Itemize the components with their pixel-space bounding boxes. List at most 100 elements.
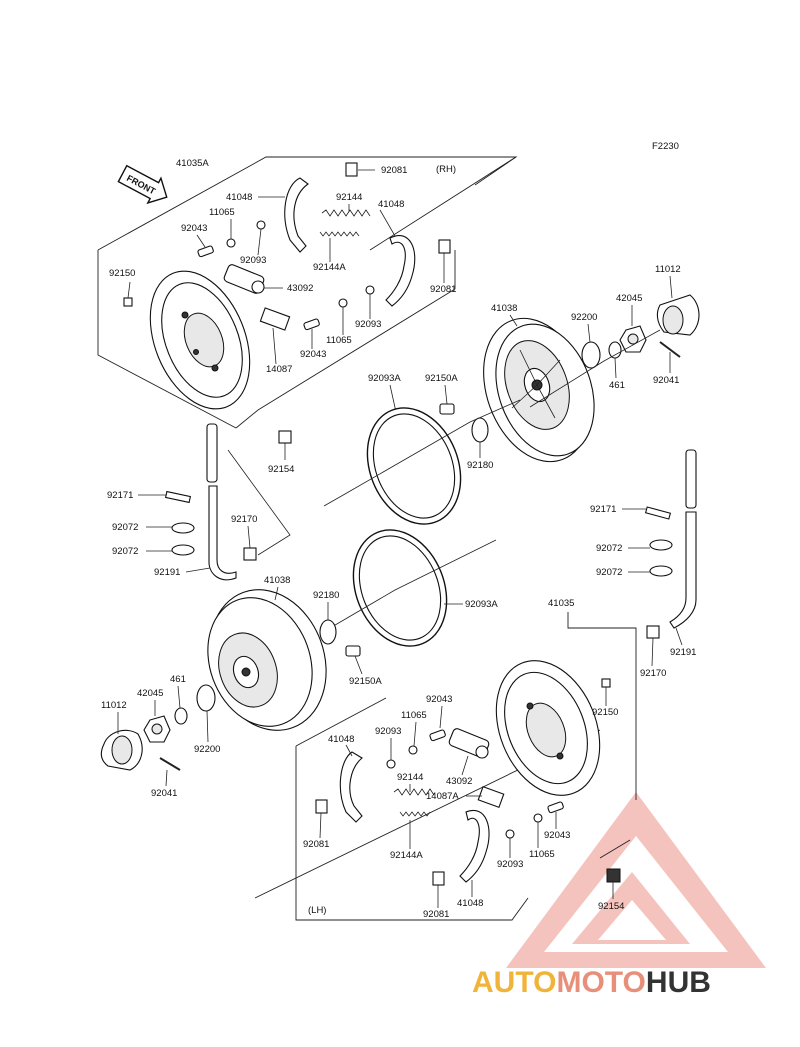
cotter-pin-92041-rh (659, 341, 681, 358)
bolt-92154-lh (606, 868, 621, 883)
washer-92093-rh-1 (256, 220, 266, 230)
leader-lines-drum-lh (117, 586, 363, 787)
label-92170-a: 92170 (231, 514, 257, 525)
label-41048-d: 41048 (457, 898, 483, 909)
bolt-92150-rh (123, 297, 133, 307)
label-92072-d: 92072 (596, 567, 622, 578)
label-92170-b: 92170 (640, 668, 666, 679)
label-461-a: 461 (609, 380, 625, 391)
label-92144A-b: 92144A (390, 850, 423, 861)
hose-guide-left (227, 449, 291, 556)
clip-92170-right (646, 625, 660, 639)
backing-plate-rh (149, 270, 251, 410)
clamp-92072-right-2 (649, 565, 673, 577)
washer-11065-rh-1 (226, 238, 236, 248)
label-92093-c: 92093 (375, 726, 401, 737)
label-11065-a: 11065 (209, 207, 235, 218)
clip-92081-rh-2 (438, 239, 451, 254)
label-92191-a: 92191 (154, 567, 180, 578)
cap-11012-rh (656, 294, 700, 336)
bracket-14087 (259, 307, 291, 331)
label-92081-d: 92081 (423, 909, 449, 920)
clip-92170-left (243, 547, 257, 561)
logo-part-3: HUB (645, 966, 711, 999)
label-92180-a: 92180 (467, 460, 493, 471)
washer-11065-rh-2 (338, 298, 348, 308)
clip-92081-lh-2 (432, 871, 445, 886)
cotter-pin-92041-lh (159, 757, 181, 771)
leader-lines-hose-left (138, 494, 251, 573)
label-92043-a: 92043 (181, 223, 207, 234)
label-92154-b: 92154 (598, 901, 624, 912)
washer-92093-lh-2 (505, 829, 515, 839)
rh-label: (RH) (436, 164, 456, 175)
watermark-logo-text: AUTOMOTOHUB (472, 966, 711, 1000)
label-41048-c: 41048 (328, 734, 354, 745)
label-92150-b: 92150 (592, 707, 618, 718)
clip-92081-rh-1 (345, 162, 358, 177)
wheel-cylinder-rh (223, 264, 265, 294)
label-92043-d: 92043 (544, 830, 570, 841)
backing-plate-lh (495, 660, 601, 796)
brake-drum-41038-lh (207, 589, 327, 731)
clip-92081-lh-1 (315, 799, 328, 814)
pin-92043-lh-1 (429, 729, 446, 742)
figure-code: F2230 (652, 141, 679, 152)
clamp-92072-right-1 (649, 539, 673, 551)
label-42045-b: 42045 (137, 688, 163, 699)
logo-part-2: MOTO (556, 966, 646, 999)
label-92180-b: 92180 (313, 590, 339, 601)
cap-11012-lh (100, 729, 143, 771)
label-92093-b: 92093 (355, 319, 381, 330)
label-43092-b: 43092 (446, 776, 472, 787)
pin-92043-rh-1 (197, 245, 214, 258)
label-92043-c: 92043 (426, 694, 452, 705)
label-41035: 41035 (548, 598, 574, 609)
label-461-b: 461 (170, 674, 186, 685)
label-92072-a: 92072 (112, 522, 138, 533)
washer-11065-lh-1 (408, 745, 418, 755)
label-92093A-b: 92093A (465, 599, 498, 610)
label-92191-b: 92191 (670, 647, 696, 658)
label-42045-a: 42045 (616, 293, 642, 304)
leader-lines-hose-right (622, 508, 683, 667)
washer-11065-lh-2 (533, 813, 543, 823)
nut-42045-rh (619, 325, 647, 353)
front-arrow-icon: FRONT (117, 164, 168, 205)
label-41035A: 41035A (176, 158, 209, 169)
watermark-logo-triangle (506, 792, 766, 968)
washer-461-rh (608, 341, 622, 359)
brake-shoe-rh-1 (284, 177, 309, 253)
washer-92200-lh (196, 684, 216, 712)
label-43092-a: 43092 (287, 283, 313, 294)
spring-92144-lh (393, 788, 435, 796)
washer-92200-rh (581, 341, 601, 369)
pin-92043-lh-2 (547, 801, 564, 814)
label-92150-a: 92150 (109, 268, 135, 279)
label-92200-a: 92200 (571, 312, 597, 323)
label-92093-d: 92093 (497, 859, 523, 870)
label-92093-a: 92093 (240, 255, 266, 266)
axis-line-lh (329, 539, 497, 629)
label-11012-b: 11012 (101, 700, 127, 711)
label-92041-a: 92041 (653, 375, 679, 386)
bolt-92150A-lh (345, 645, 361, 657)
pin-92043-rh-2 (303, 318, 320, 331)
label-92171-b: 92171 (590, 504, 616, 515)
label-92072-c: 92072 (596, 543, 622, 554)
bracket-14087A (477, 785, 505, 809)
label-92081-b: 92081 (430, 284, 456, 295)
clamp-92072-left-2 (171, 544, 195, 556)
label-92081-a: 92081 (381, 165, 407, 176)
leader-lines-drum-rh (389, 275, 673, 458)
seal-ring-92093A-lh (352, 529, 448, 647)
seal-92180-rh (471, 417, 489, 443)
label-92072-b: 92072 (112, 546, 138, 557)
label-11065-b: 11065 (326, 335, 352, 346)
label-92150A-b: 92150A (349, 676, 382, 687)
clamp-92072-left-1 (171, 522, 195, 534)
label-92154-a: 92154 (268, 464, 294, 475)
label-14087: 14087 (266, 364, 292, 375)
label-92043-b: 92043 (300, 349, 326, 360)
